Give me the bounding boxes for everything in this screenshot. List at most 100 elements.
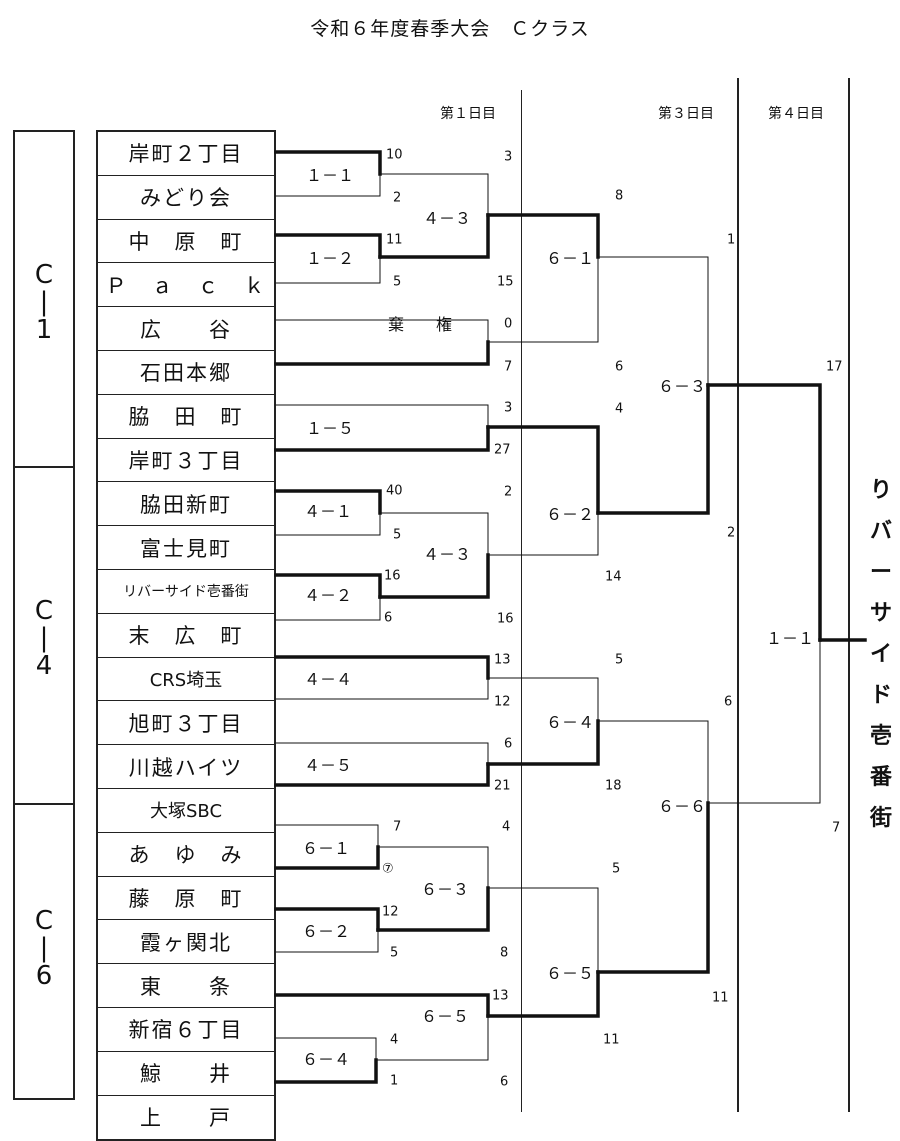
score: 2	[727, 525, 736, 541]
score: 1	[390, 1073, 399, 1089]
bracket-line	[274, 150, 382, 176]
team-row: 石田本郷	[98, 351, 274, 395]
bracket-line	[487, 256, 599, 343]
team-row: 富士見町	[98, 526, 274, 570]
bracket-line	[378, 213, 490, 259]
bracket-line	[275, 173, 381, 197]
score: 27	[494, 442, 511, 458]
team-row: Ｐ ａ ｃ ｋ	[98, 263, 274, 308]
bracket-line	[597, 256, 709, 386]
team-row: 中 原 町	[98, 220, 274, 264]
match-label: ６－１	[301, 839, 351, 858]
bracket-line	[275, 404, 489, 428]
team-row: みどり会	[98, 176, 274, 220]
bracket-line	[486, 719, 600, 766]
score: 6	[615, 359, 624, 375]
day-divider-2	[737, 78, 739, 1112]
score: 7	[393, 819, 402, 835]
group-label-c4: C|4	[34, 596, 54, 681]
bracket-line	[274, 655, 490, 680]
bracket-line	[375, 1015, 489, 1061]
bracket-line	[274, 233, 382, 259]
bracket-line	[275, 677, 489, 700]
score: 3	[504, 149, 513, 165]
bracket-line	[275, 596, 381, 621]
match-label: ６－１	[545, 249, 595, 268]
match-label: ４－３	[422, 545, 472, 564]
bracket-line	[274, 1058, 378, 1084]
match-label: ６－２	[545, 505, 595, 524]
day-divider-1	[521, 90, 522, 1112]
score: 11	[712, 990, 729, 1006]
team-row: 脇田新町	[98, 482, 274, 527]
score: 4	[615, 401, 624, 417]
match-label: ４－５	[303, 756, 353, 775]
bracket-line	[379, 512, 489, 556]
team-row: 大塚SBC	[98, 789, 274, 833]
match-label: ４－２	[303, 586, 353, 605]
bracket-line	[274, 489, 382, 515]
bracket-line	[274, 425, 490, 452]
match-label: ６－３	[420, 880, 470, 899]
bracket-line	[275, 742, 489, 765]
bracket-line	[377, 846, 489, 889]
bracket-line	[486, 970, 600, 1018]
bracket-line	[274, 762, 490, 787]
score: 4	[390, 1032, 399, 1048]
score: 2	[504, 484, 513, 500]
team-row: 鯨 井	[98, 1052, 274, 1096]
score: 5	[612, 861, 621, 877]
bracket-line	[597, 720, 709, 804]
bracket-line	[486, 425, 600, 515]
score: 12	[494, 694, 511, 710]
day-divider-3	[848, 78, 850, 1112]
match-label: ６－３	[657, 377, 707, 396]
team-row: 岸町２丁目	[98, 132, 274, 176]
team-row: 霞ヶ関北	[98, 920, 274, 965]
score: 16	[497, 611, 514, 627]
team-row: 岸町３丁目	[98, 439, 274, 483]
team-row: 新宿６丁目	[98, 1008, 274, 1052]
match-label: １－５	[305, 419, 355, 438]
team-row: 東 条	[98, 964, 274, 1008]
bracket-line	[706, 383, 822, 642]
bracket-line	[486, 213, 600, 259]
bracket-line	[596, 801, 710, 974]
score: 16	[384, 568, 401, 584]
bracket-line	[275, 824, 379, 848]
bracket-line	[274, 845, 380, 870]
score: 1	[727, 232, 736, 248]
score: 6	[724, 694, 733, 710]
match-label: ６－６	[657, 797, 707, 816]
bracket-line	[596, 383, 710, 515]
day-label-1: 第１日目	[440, 106, 496, 122]
score: 17	[826, 359, 843, 375]
score: 14	[605, 569, 622, 585]
team-row: CRS埼玉	[98, 658, 274, 702]
score: 6	[384, 610, 393, 626]
score: 40	[386, 483, 403, 499]
team-row: 脇 田 町	[98, 395, 274, 439]
match-label: １－１	[305, 166, 355, 185]
match-label: ４－１	[303, 502, 353, 521]
match-label: ４－４	[303, 670, 353, 689]
team-row: 藤 原 町	[98, 877, 274, 921]
team-row: 広 谷	[98, 307, 274, 351]
group-label-c6: C|6	[34, 906, 54, 991]
day-label-4: 第４日目	[768, 106, 824, 122]
score: 4	[502, 819, 511, 835]
score: 5	[615, 652, 624, 668]
team-row: 旭町３丁目	[98, 701, 274, 746]
match-label: ６－４	[301, 1050, 351, 1069]
bracket-line	[487, 512, 599, 556]
score: 6	[500, 1074, 509, 1090]
score: 6	[504, 736, 513, 752]
bracket-line	[379, 173, 489, 216]
day-label-3: 第３日目	[658, 106, 714, 122]
bracket-line	[378, 553, 490, 599]
team-row: 末 広 町	[98, 614, 274, 658]
score: 5	[393, 274, 402, 290]
score: 12	[382, 904, 399, 920]
score: 13	[494, 652, 511, 668]
score: 7	[832, 820, 841, 836]
